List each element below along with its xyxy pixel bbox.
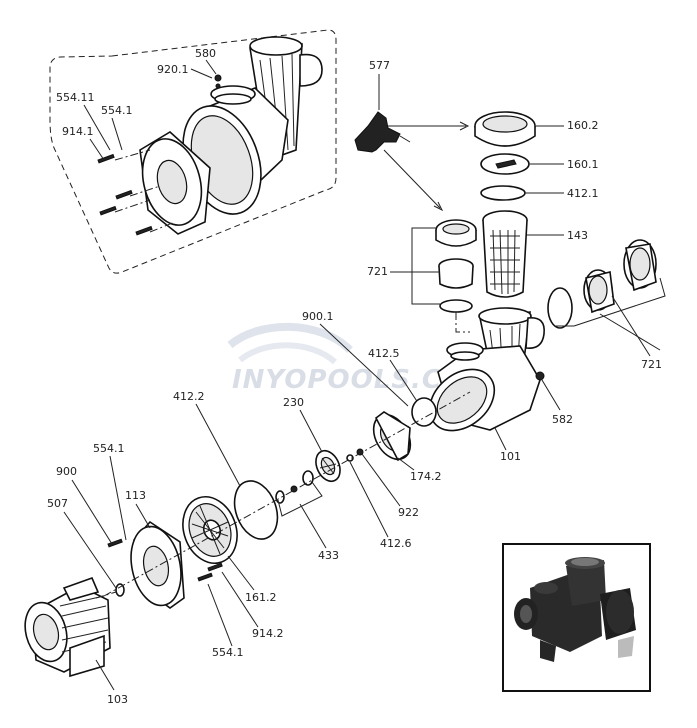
label-554-1-top: 554.1 (101, 104, 133, 151)
svg-text:554.1: 554.1 (93, 442, 125, 455)
part-101-pump-housing: 101 (428, 307, 545, 463)
part-507-slinger: 507 (47, 497, 125, 597)
svg-text:174.2: 174.2 (410, 470, 442, 483)
svg-text:577: 577 (369, 59, 390, 72)
svg-text:412.1: 412.1 (567, 187, 599, 200)
svg-text:554.11: 554.11 (56, 91, 95, 104)
svg-text:900.1: 900.1 (302, 310, 334, 323)
svg-text:113: 113 (125, 489, 146, 502)
svg-text:900: 900 (56, 465, 77, 478)
part-922-nut: 922 (356, 448, 419, 519)
svg-text:160.1: 160.1 (567, 158, 599, 171)
product-photo-inset (502, 543, 651, 692)
part-412-6-oring: 412.6 (346, 454, 412, 550)
svg-text:922: 922 (398, 506, 419, 519)
part-113-motor-adapter: 113 (125, 489, 185, 609)
svg-text:103: 103 (107, 693, 128, 706)
svg-text:101: 101 (500, 450, 521, 463)
svg-text:721: 721 (641, 358, 662, 371)
svg-text:507: 507 (47, 497, 68, 510)
svg-text:412.5: 412.5 (368, 347, 400, 360)
svg-text:554.1: 554.1 (101, 104, 133, 117)
part-721-union-left: 721 (367, 219, 477, 333)
part-412-2-large-oring: 412.2 (173, 390, 279, 540)
svg-text:920.1: 920.1 (157, 63, 189, 76)
housing-assembly-inset (97, 36, 323, 236)
svg-text:412.6: 412.6 (380, 537, 412, 550)
part-230-impeller: 230 (283, 396, 341, 483)
part-900-bolts: 900 (56, 465, 123, 548)
part-577-bracket: 577 (354, 59, 470, 212)
svg-text:580: 580 (195, 47, 216, 60)
part-914-2-bolts: 914.2 554.1 (197, 562, 284, 659)
svg-text:554.1: 554.1 (212, 646, 244, 659)
svg-text:160.2: 160.2 (567, 119, 599, 132)
part-412-1-oring: 412.1 (480, 185, 599, 201)
svg-text:412.2: 412.2 (173, 390, 205, 403)
part-103-motor: 103 (24, 576, 128, 706)
svg-text:143: 143 (567, 229, 588, 242)
svg-text:721: 721 (367, 265, 388, 278)
assembly-outline-dashed (49, 29, 337, 274)
label-554-11: 554.11 (56, 91, 111, 151)
part-412-5-oring (411, 397, 437, 427)
part-143-basket: 143 (482, 210, 588, 298)
svg-text:161.2: 161.2 (245, 591, 277, 604)
part-174-2-diffuser: 174.2 (372, 411, 442, 483)
label-920-1: 920.1 (157, 63, 213, 79)
svg-text:914.1: 914.1 (62, 125, 94, 138)
svg-text:230: 230 (283, 396, 304, 409)
part-721-union-right: 721 (547, 239, 666, 371)
part-161-2-seal-plate: 161.2 (182, 496, 277, 604)
svg-text:433: 433 (318, 549, 339, 562)
svg-text:582: 582 (552, 413, 573, 426)
label-582: 582 (541, 379, 573, 426)
label-580: 580 (195, 47, 217, 75)
label-914-1: 914.1 (62, 125, 105, 161)
part-433-mech-seal: 433 (275, 470, 339, 562)
label-554-1-mid: 554.1 (93, 442, 127, 541)
svg-text:914.2: 914.2 (252, 627, 284, 640)
label-900-1: 900.1 (302, 310, 409, 407)
part-160-1-lid: 160.1 (480, 153, 599, 175)
part-160-2-lid-ring: 160.2 (474, 111, 599, 147)
